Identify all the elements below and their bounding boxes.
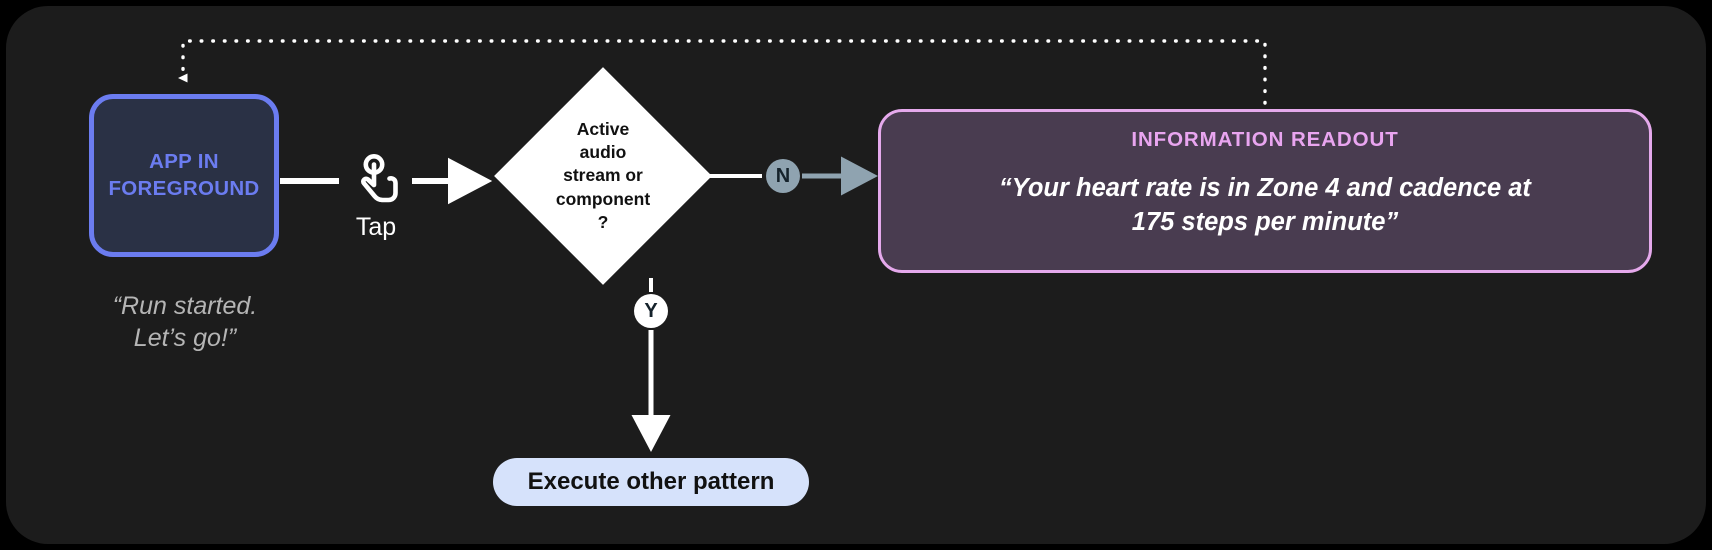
connector-layer xyxy=(178,39,1267,453)
node-decision-audio-stream[interactable]: Active audio stream or component ? xyxy=(494,67,712,285)
diagram-canvas: APP IN FOREGROUND “Run started. Let’s go… xyxy=(6,6,1706,544)
node-information-readout[interactable]: INFORMATION READOUT “Your heart rate is … xyxy=(878,109,1652,273)
branch-badge-no-label: N xyxy=(775,164,791,187)
node-execute-other-pattern[interactable]: Execute other pattern xyxy=(493,458,809,506)
feedback-loop-wire xyxy=(178,39,1267,105)
branch-badge-no[interactable]: N xyxy=(766,159,800,193)
app-in-foreground-label: APP IN FOREGROUND xyxy=(108,150,260,200)
node-app-in-foreground[interactable]: APP IN FOREGROUND xyxy=(89,94,279,257)
branch-badge-yes[interactable]: Y xyxy=(634,294,668,328)
app-in-foreground-caption: “Run started. Let’s go!” xyxy=(112,292,258,352)
execute-other-pattern-label: Execute other pattern xyxy=(527,468,775,495)
information-readout-quote: “Your heart rate is in Zone 4 and cadenc… xyxy=(999,174,1531,236)
decision-label: Active audio stream or component ? xyxy=(555,118,651,232)
information-readout-heading: INFORMATION READOUT xyxy=(1131,128,1399,151)
branch-badge-yes-label: Y xyxy=(644,299,658,322)
tap-gesture-icon xyxy=(361,154,398,203)
tap-label: Tap xyxy=(355,213,397,241)
